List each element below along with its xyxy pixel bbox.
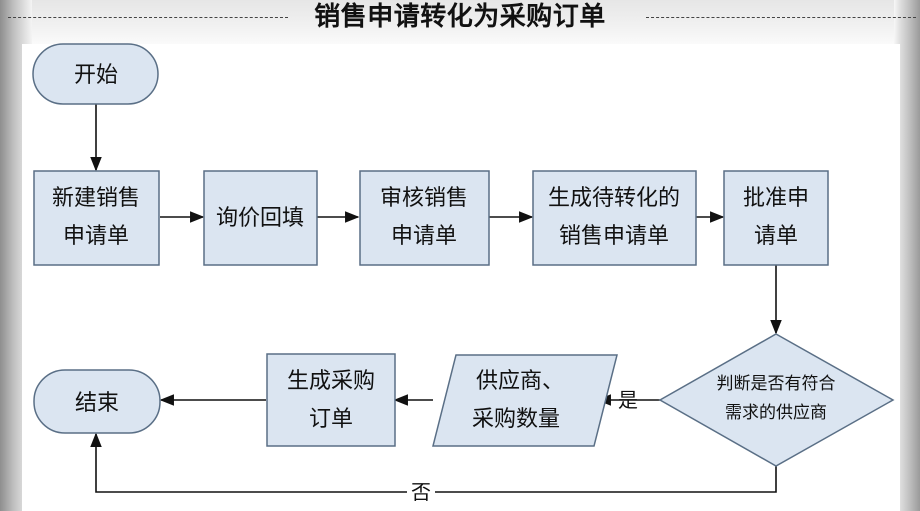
decision-line2: 需求的供应商 (725, 403, 827, 423)
end-node: 结束 (33, 369, 161, 434)
start-label: 开始 (74, 63, 118, 88)
step-generate-pending-request: 生成待转化的 销售申请单 (532, 170, 697, 266)
step2-line1: 询价回填 (216, 206, 304, 231)
generate-line2: 订单 (309, 407, 353, 432)
connectors (90, 104, 782, 493)
io-supplier-quantity: 供应商、 采购数量 (432, 354, 618, 447)
header-band (0, 0, 920, 44)
start-node: 开始 (32, 43, 159, 105)
step1-line1: 新建销售 (52, 186, 140, 211)
title-rule-left (8, 17, 288, 18)
page-title: 销售申请转化为采购订单 (314, 2, 606, 32)
arrow-no-to-end (90, 432, 777, 493)
no-label-bg (407, 481, 435, 503)
step3-line1: 审核销售 (380, 186, 468, 211)
decision-line1: 判断是否有符合 (717, 374, 836, 394)
generate-line1: 生成采购 (287, 369, 375, 394)
title-rule-right (646, 17, 916, 18)
step3-line2: 申请单 (391, 224, 457, 249)
yes-label: 是 (618, 388, 638, 412)
decision-node: 判断是否有符合 需求的供应商 (658, 333, 895, 467)
step5-line1: 批准申 (743, 186, 809, 211)
step-approve-request: 批准申 请单 (723, 170, 829, 266)
step-new-sales-request: 新建销售 申请单 (33, 170, 160, 266)
step1-line2: 申请单 (63, 224, 129, 249)
io-line1: 供应商、 (476, 369, 564, 394)
end-label: 结束 (75, 391, 119, 416)
step4-line1: 生成待转化的 (548, 186, 680, 211)
step5-line2: 请单 (754, 224, 798, 249)
step-review-sales-request: 审核销售 申请单 (359, 170, 490, 266)
step4-line2: 销售申请单 (559, 224, 669, 249)
step-inquiry-backfill: 询价回填 (203, 170, 318, 266)
step-generate-purchase-order: 生成采购 订单 (266, 353, 396, 447)
no-label: 否 (411, 480, 431, 504)
io-line2: 采购数量 (472, 407, 560, 432)
